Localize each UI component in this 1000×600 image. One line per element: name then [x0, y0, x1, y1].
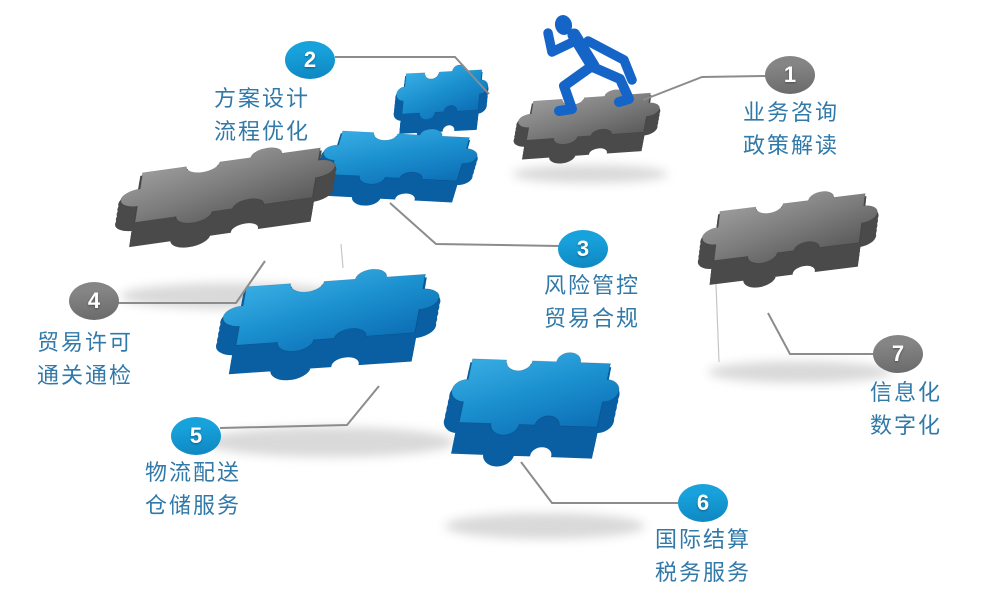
puzzle-piece-step-1 — [510, 85, 663, 166]
leader-line-2 — [335, 56, 490, 95]
leader-line-3 — [389, 202, 560, 247]
step-3-label: 风险管控 贸易合规 — [544, 269, 640, 335]
leader-line-4 — [118, 260, 266, 304]
step-7-label-line-1: 信息化 — [870, 380, 943, 405]
step-3-badge: 3 — [558, 230, 608, 268]
step-7-label: 信息化 数字化 — [870, 376, 942, 442]
step-2-label-line-1: 方案设计 — [214, 86, 311, 111]
leader-line-6 — [520, 461, 679, 504]
shadow-piece-5 — [205, 427, 455, 457]
step-6-badge: 6 — [678, 484, 728, 522]
leader-line-5 — [219, 385, 380, 429]
step-5-label-line-2: 仓储服务 — [145, 493, 242, 518]
drip-line — [715, 283, 720, 363]
step-2-label: 方案设计 流程优化 — [214, 82, 310, 148]
step-6-label: 国际结算 税务服务 — [655, 523, 751, 589]
step-1-label-line-1: 业务咨询 — [743, 100, 840, 125]
shadow-piece-6 — [445, 513, 645, 539]
puzzle-piece-step-2 — [392, 62, 491, 140]
step-2-badge: 2 — [285, 41, 335, 79]
step-1-label: 业务咨询 政策解读 — [743, 96, 839, 162]
puzzle-piece-step-4 — [112, 137, 340, 257]
puzzle-piece-step-5 — [211, 263, 445, 384]
shadow-piece-7 — [708, 361, 892, 383]
step-2-label-line-2: 流程优化 — [214, 119, 311, 144]
step-3-label-line-2: 贸易合规 — [544, 306, 641, 331]
step-1-label-line-2: 政策解读 — [743, 133, 840, 158]
step-3-label-line-1: 风险管控 — [544, 273, 641, 298]
puzzle-piece-step-7 — [695, 183, 880, 294]
step-5-label: 物流配送 仓储服务 — [145, 456, 241, 522]
shadow-runner-piece — [512, 165, 668, 183]
step-1-badge: 1 — [765, 56, 815, 94]
step-4-label-line-2: 通关通检 — [37, 363, 134, 388]
step-7-label-line-2: 数字化 — [870, 413, 943, 438]
running-person-icon — [543, 15, 637, 116]
step-4-label-line-1: 贸易许可 — [37, 330, 134, 355]
step-6-label-line-1: 国际结算 — [655, 527, 752, 552]
step-5-badge: 5 — [171, 417, 221, 455]
puzzle-piece-step-6 — [436, 348, 626, 469]
step-6-label-line-2: 税务服务 — [655, 560, 752, 585]
step-4-badge: 4 — [69, 282, 119, 320]
step-4-label: 贸易许可 通关通检 — [37, 326, 133, 392]
step-7-badge: 7 — [873, 335, 923, 373]
leader-line-7 — [767, 312, 874, 355]
drip-line — [340, 243, 344, 269]
step-5-label-line-1: 物流配送 — [145, 460, 242, 485]
leader-line-1 — [642, 75, 767, 101]
